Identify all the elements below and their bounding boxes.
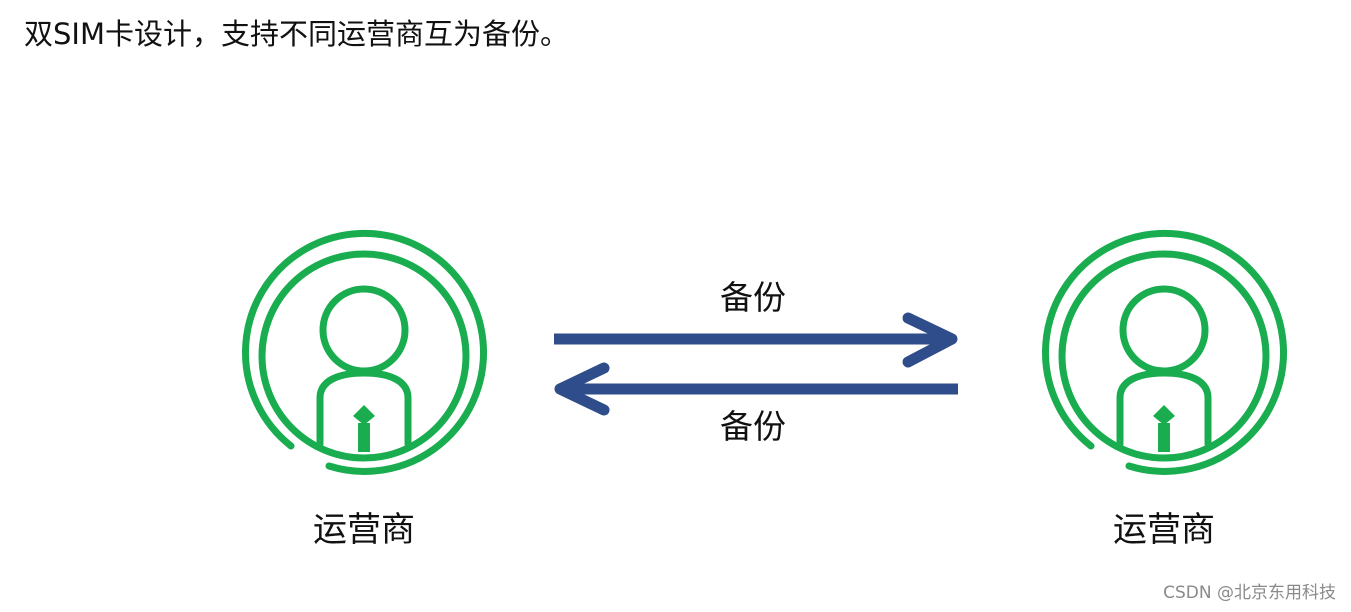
operator-person-icon	[1042, 229, 1287, 475]
operator-label-right: 运营商	[1113, 510, 1215, 550]
operator-person-icon	[242, 229, 487, 475]
arrow-right-head	[902, 312, 958, 368]
operator-node-right: 运营商	[1034, 226, 1294, 550]
arrow-left-head	[554, 362, 610, 416]
operator-label-left: 运营商	[313, 510, 415, 550]
backup-label-bottom: 备份	[720, 407, 786, 446]
backup-arrows	[554, 312, 958, 416]
operator-node-left: 运营商	[234, 226, 494, 550]
backup-label-top: 备份	[720, 278, 786, 317]
watermark: CSDN @北京东用科技	[1163, 583, 1336, 603]
page-title: 双SIM卡设计，支持不同运营商互为备份。	[24, 17, 569, 51]
